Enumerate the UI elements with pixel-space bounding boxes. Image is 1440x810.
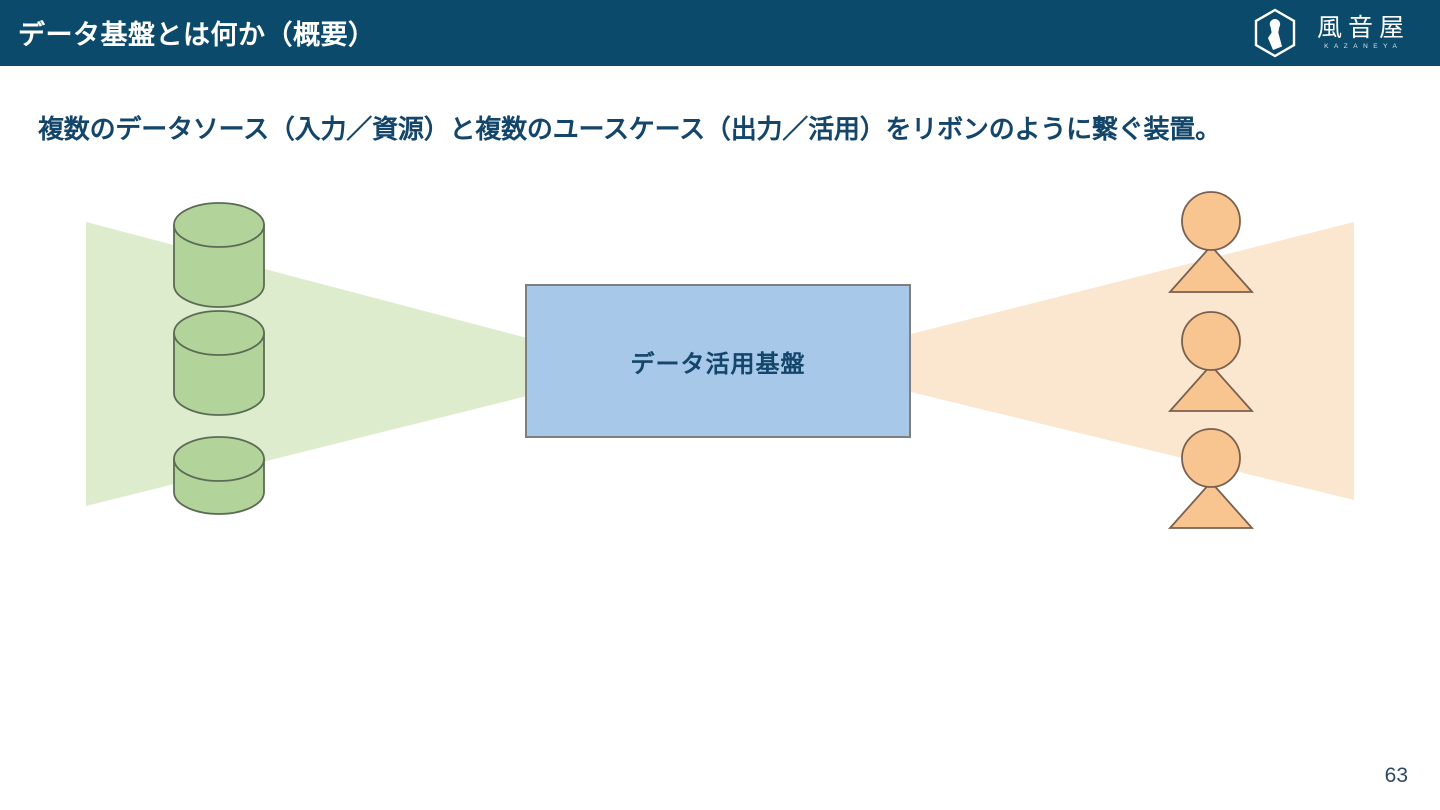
brand-logo: 風音屋 KAZANEYA [1249, 7, 1410, 59]
data-platform-box: データ活用基盤 [525, 284, 911, 438]
logo-kanji-text: 風音屋 [1316, 13, 1410, 43]
kazaneya-hexagon-logo-icon [1254, 8, 1296, 58]
input-ribbon [86, 222, 527, 506]
header-bar [0, 0, 1440, 66]
person-figure-3 [1167, 428, 1255, 529]
logo-wordmark: 風音屋 KAZANEYA [1311, 15, 1410, 51]
page-title: データ基盤とは何か（概要） [18, 20, 376, 50]
database-cylinder-2 [173, 310, 265, 416]
output-ribbon [911, 222, 1354, 500]
database-cylinder-3 [173, 436, 265, 515]
person-figure-1 [1167, 191, 1255, 293]
database-cylinder-1 [173, 202, 265, 308]
person-figure-2 [1167, 311, 1255, 412]
subtitle-text: 複数のデータソース（入力／資源）と複数のユースケース（出力／活用）をリボンのよう… [38, 114, 1221, 144]
page-number: 63 [1384, 764, 1408, 787]
data-platform-label: データ活用基盤 [630, 350, 806, 378]
logo-roman-text: KAZANEYA [1324, 43, 1403, 51]
